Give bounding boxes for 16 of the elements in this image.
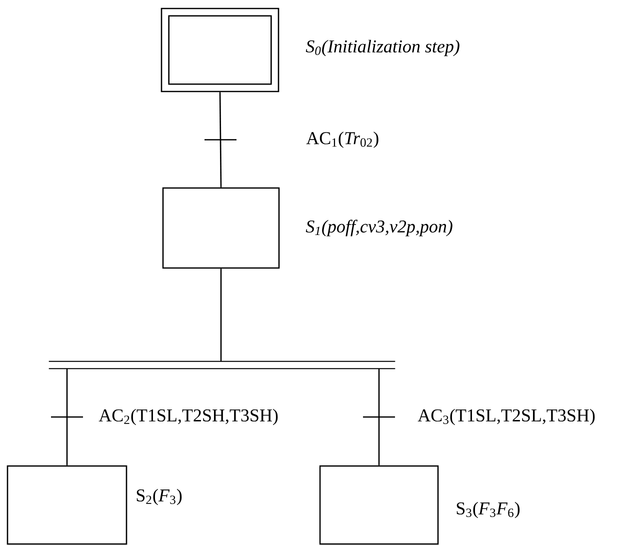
step-box	[162, 187, 280, 269]
connector-line	[219, 92, 222, 188]
step-label: S$_{2}$(F$_{3}$)	[136, 488, 182, 506]
connector-line	[66, 368, 68, 466]
initial-step-box	[160, 8, 280, 92]
transition-label: AC$_{1}$(Tr$_{02}$)	[306, 132, 378, 148]
transition-label: AC$_{3}$(T1SL,T2SL,T3SH)	[418, 408, 595, 426]
step-label: S$_{0}$(Initialization step)	[306, 40, 460, 56]
step-label: S$_{3}$(F$_{3}$F$_{6}$)	[456, 502, 520, 518]
connector-line	[220, 268, 222, 362]
transition-label: AC$_{2}$(T1SL,T2SH,T3SH)	[98, 408, 278, 426]
step-box	[6, 465, 128, 545]
step-label: S$_{1}$(poff,cv3,v2p,pon)	[306, 220, 452, 236]
connector-line	[378, 368, 380, 466]
step-box	[319, 465, 439, 545]
parallel-bar	[48, 360, 396, 370]
